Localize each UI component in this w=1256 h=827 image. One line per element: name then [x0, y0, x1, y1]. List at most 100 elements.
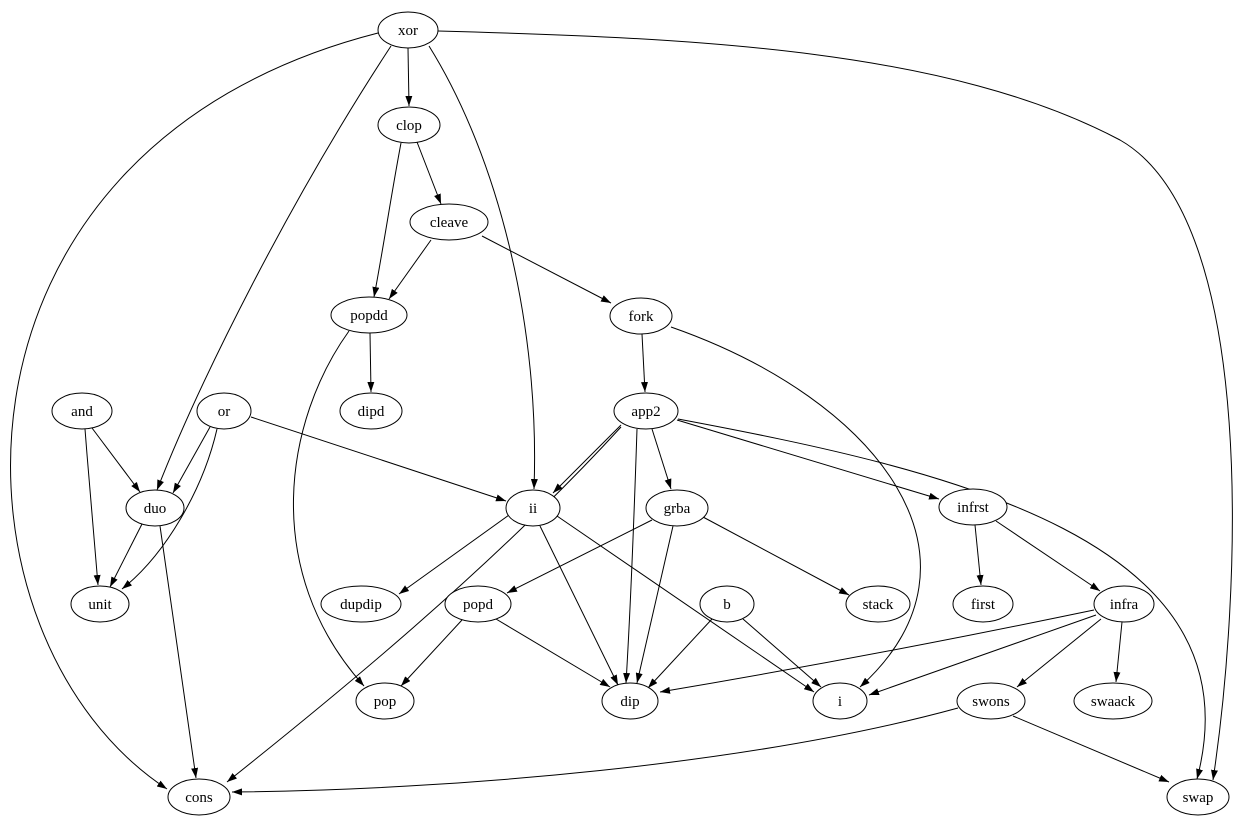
app2-ellipse: [613, 392, 679, 430]
app2-label: app2: [631, 404, 660, 420]
edge-fork-i: [670, 326, 921, 688]
swaack-label: swaack: [1091, 694, 1136, 710]
node-swons: swons: [956, 682, 1026, 720]
ii-label: ii: [529, 501, 537, 517]
edge-cleave-fork: [481, 235, 612, 304]
edge-infrst-first: [974, 524, 984, 586]
edge-swons-swap: [1012, 715, 1170, 783]
edge-grba-dip: [635, 525, 674, 684]
i-ellipse: [812, 682, 868, 720]
fork-label: fork: [629, 309, 654, 325]
and-ellipse: [51, 392, 113, 430]
edge-xor-ii: [428, 45, 538, 490]
pop-ellipse: [355, 682, 415, 720]
edge-popdd-pop: [292, 330, 365, 687]
node-ii: ii: [505, 489, 561, 527]
dip-ellipse: [601, 682, 659, 720]
edge-app2-ii: [552, 424, 622, 494]
node-app2: app2: [613, 392, 679, 430]
edge-popd-dip: [495, 618, 611, 688]
node-i: i: [812, 682, 868, 720]
edge-xor-cons: [10, 32, 379, 790]
edge-cleave-popdd: [388, 239, 432, 300]
swap-ellipse: [1166, 778, 1230, 816]
node-pop: pop: [355, 682, 415, 720]
clop-ellipse: [377, 106, 441, 144]
unit-ellipse: [70, 585, 130, 623]
swons-label: swons: [972, 694, 1010, 710]
edge-duo-unit: [109, 523, 143, 588]
dupdip-ellipse: [320, 585, 402, 623]
edge-popd-pop: [400, 619, 463, 687]
node-clop: clop: [377, 106, 441, 144]
edges-layer: [10, 30, 1233, 796]
swap-label: swap: [1183, 790, 1214, 806]
stack-ellipse: [845, 585, 911, 623]
node-swaack: swaack: [1073, 682, 1153, 720]
infra-ellipse: [1093, 585, 1155, 623]
dupdip-label: dupdip: [340, 597, 382, 613]
pop-label: pop: [374, 694, 397, 710]
cons-ellipse: [167, 778, 231, 816]
node-dip: dip: [601, 682, 659, 720]
edge-app2-swap: [677, 418, 1206, 780]
and-label: and: [71, 404, 93, 420]
edge-xor-duo: [156, 45, 392, 491]
node-unit: unit: [70, 585, 130, 623]
edge-or-ii: [250, 416, 507, 502]
node-stack: stack: [845, 585, 911, 623]
cleave-ellipse: [409, 203, 489, 241]
node-duo: duo: [125, 489, 185, 527]
dipd-ellipse: [339, 392, 403, 430]
infra-label: infra: [1110, 597, 1139, 613]
b-ellipse: [699, 585, 755, 623]
edge-clop-popdd: [372, 142, 402, 298]
or-label: or: [218, 404, 231, 420]
edge-fork-app2: [640, 333, 648, 393]
node-cleave: cleave: [409, 203, 489, 241]
node-grba: grba: [645, 489, 709, 527]
edge-app2-infrst: [676, 419, 940, 500]
edge-infra-swons: [1016, 618, 1102, 688]
edge-grba-popd: [506, 519, 653, 594]
edge-app2-cons: [226, 426, 622, 783]
edge-or-unit: [121, 428, 218, 590]
ii-ellipse: [505, 489, 561, 527]
edge-duo-cons: [159, 525, 199, 779]
dip-label: dip: [620, 694, 639, 710]
edge-grba-stack: [702, 516, 850, 596]
node-infrst: infrst: [938, 488, 1008, 526]
xor-label: xor: [398, 23, 418, 39]
clop-label: clop: [396, 118, 422, 134]
edge-infra-dip: [659, 609, 1095, 694]
infrst-ellipse: [938, 488, 1008, 526]
swaack-ellipse: [1073, 682, 1153, 720]
node-swap: swap: [1166, 778, 1230, 816]
node-xor: xor: [377, 11, 439, 49]
popdd-ellipse: [330, 296, 408, 334]
duo-ellipse: [125, 489, 185, 527]
edge-infra-swaack: [1113, 621, 1123, 683]
node-cons: cons: [167, 778, 231, 816]
edge-b-dip: [647, 618, 713, 689]
edge-infra-i: [868, 614, 1097, 696]
first-ellipse: [952, 585, 1014, 623]
node-first: first: [952, 585, 1014, 623]
node-popdd: popdd: [330, 296, 408, 334]
grba-label: grba: [664, 501, 691, 517]
edge-xor-clop: [405, 47, 413, 107]
edge-b-i: [742, 618, 822, 688]
popdd-label: popdd: [350, 308, 388, 324]
fork-ellipse: [609, 297, 673, 335]
dipd-label: dipd: [358, 404, 385, 420]
edge-and-unit: [84, 428, 101, 586]
b-label: b: [723, 597, 731, 613]
edge-app2-grba: [651, 428, 672, 490]
edge-app2-dip: [623, 428, 638, 684]
unit-label: unit: [88, 597, 112, 613]
edge-popdd-dipd: [367, 332, 375, 393]
stack-label: stack: [863, 597, 894, 613]
node-fork: fork: [609, 297, 673, 335]
